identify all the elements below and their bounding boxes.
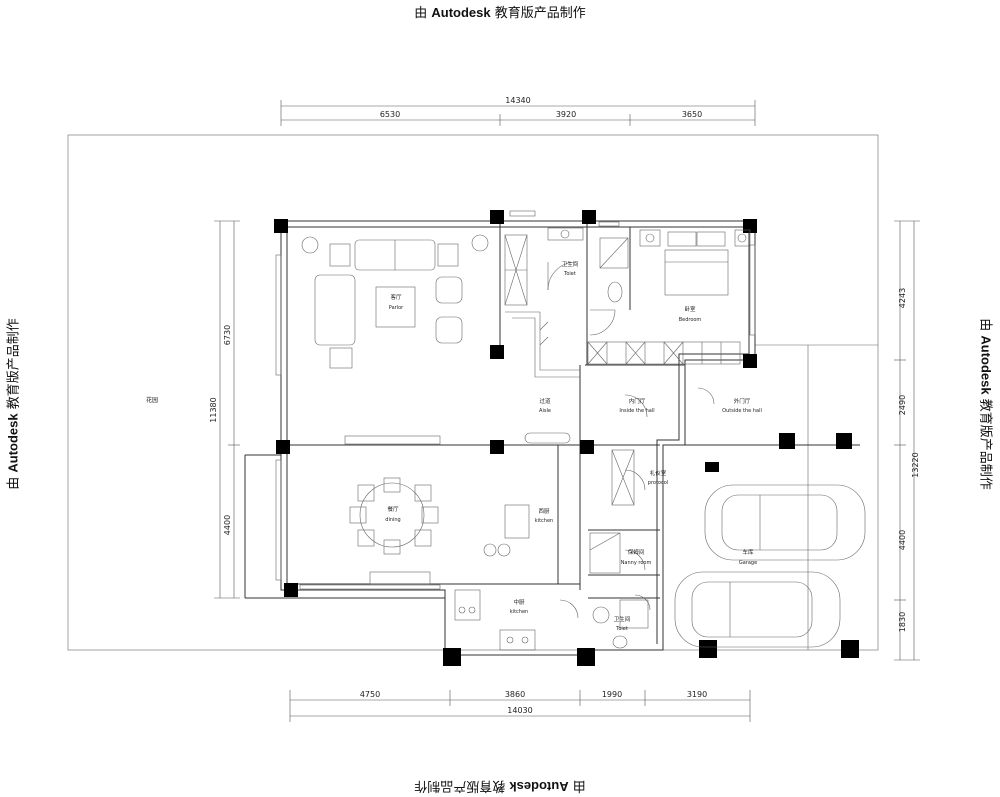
bottom-segment-dimension: 1990 <box>602 690 622 699</box>
right-dimensions: 4243 2490 4400 1830 13220 <box>894 220 920 661</box>
bedroom-label-en: Bedroom <box>679 317 702 323</box>
inside-hall-label-cn: 内门厅 <box>629 397 646 405</box>
western-kitchen-furniture <box>483 432 571 557</box>
nanny-room-furniture <box>589 532 621 574</box>
toilet2-fixtures <box>592 599 649 649</box>
parlor-label-cn: 客厅 <box>390 293 402 301</box>
parlor-furniture <box>301 234 489 369</box>
outer-walls <box>244 220 860 656</box>
bottom-dimensions: 4750 3860 1990 3190 14030 <box>289 690 751 722</box>
left-segment-dimension: 4400 <box>223 515 232 535</box>
chinese-kitchen-label-en: kitchen <box>510 609 528 615</box>
bottom-segment-dimension: 3190 <box>687 690 707 699</box>
protocol-label-en: protocol <box>648 480 668 486</box>
inside-hall-label-en: Inside the hall <box>619 408 654 414</box>
right-segment-dimension: 4400 <box>898 530 907 550</box>
bedroom-label-cn: 卧室 <box>684 305 696 313</box>
left-dimensions: 11380 6730 4400 <box>209 220 240 599</box>
top-segment-dimension: 3650 <box>682 110 702 119</box>
toilet2-label-cn: 卫生间 <box>614 615 631 623</box>
top-segment-dimension: 6530 <box>380 110 400 119</box>
toilet1-label-cn: 卫生间 <box>562 260 579 268</box>
aisle-label-en: Aisle <box>539 408 551 414</box>
chinese-kitchen-fixtures <box>454 589 536 651</box>
right-segment-dimension: 1830 <box>898 612 907 632</box>
chinese-kitchen-label-cn: 中厨 <box>513 598 525 606</box>
garage-cars <box>674 484 866 648</box>
wardrobe <box>587 341 741 365</box>
garage-label-en: Garage <box>739 560 757 566</box>
left-total-dimension: 11380 <box>209 397 218 422</box>
columns <box>274 210 859 666</box>
room-labels: 花园 客厅 Parlor 卫生间 Toiet 卧室 Bedroom 过道 Ais… <box>146 260 762 632</box>
dining-label-cn: 餐厅 <box>387 505 399 513</box>
top-segment-dimension: 3920 <box>556 110 576 119</box>
top-dimensions: 14340 6530 3920 3650 <box>280 96 756 126</box>
nanny-room-label-en: Nanny room <box>621 560 652 566</box>
site-boundary <box>67 134 879 651</box>
toilet1-fixtures <box>547 227 629 303</box>
windows <box>275 210 756 590</box>
dining-furniture <box>344 435 441 585</box>
right-total-dimension: 13220 <box>911 452 920 477</box>
dining-label-en: dining <box>385 517 400 523</box>
kitchen-label-cn: 西厨 <box>538 508 550 515</box>
toilet2-label-en: Toiet <box>615 626 628 632</box>
left-segment-dimension: 6730 <box>223 325 232 345</box>
kitchen-label-en: kitchen <box>535 518 553 524</box>
right-segment-dimension: 2490 <box>898 395 907 415</box>
bottom-total-dimension: 14030 <box>507 706 532 715</box>
parlor-label-en: Parlor <box>389 305 404 311</box>
nanny-room-label-cn: 保姆间 <box>628 548 645 556</box>
right-segment-dimension: 4243 <box>898 288 907 308</box>
bottom-segment-dimension: 4750 <box>360 690 380 699</box>
garage-label-cn: 车库 <box>742 548 754 556</box>
aisle-label-cn: 过道 <box>539 397 551 405</box>
bedroom-furniture <box>639 229 751 296</box>
garden-label: 花园 <box>146 396 158 404</box>
outside-hall-label-cn: 外门厅 <box>734 397 751 405</box>
protocol-label-cn: 礼仪室 <box>650 469 667 477</box>
storage-shelves <box>504 234 635 506</box>
bottom-segment-dimension: 3860 <box>505 690 525 699</box>
watermark-top: 由 Autodesk 教育版产品制作 <box>414 5 586 21</box>
toilet1-label-en: Toiet <box>563 271 576 277</box>
outside-hall-label-en: Outside the hall <box>722 408 762 414</box>
doors <box>547 261 715 619</box>
staircase <box>505 311 580 378</box>
top-total-dimension: 14340 <box>505 96 530 105</box>
